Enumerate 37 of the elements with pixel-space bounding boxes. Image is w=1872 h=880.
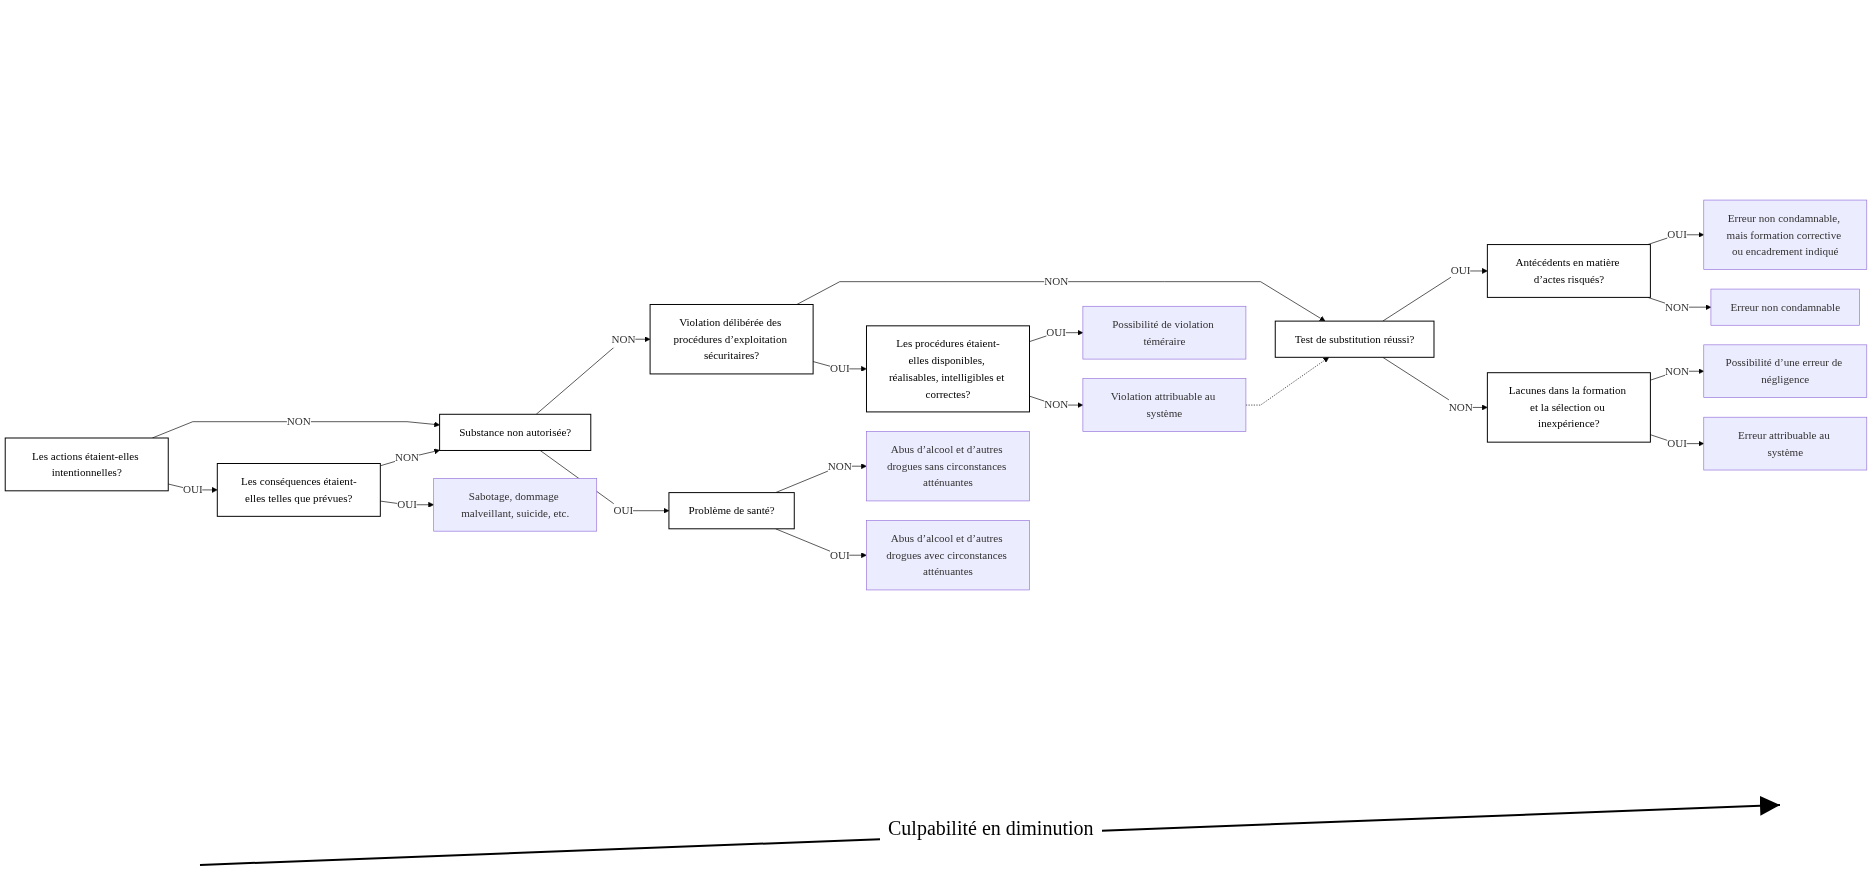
edge-label: NON (394, 451, 420, 464)
node-box: Violation délibérée des procédures d’exploitation sécuritaires? (649, 304, 814, 375)
node-box: Problème de santé? (668, 492, 795, 530)
edge-label: NON (1044, 398, 1069, 412)
node-box: Les procédures étaient-elles disponibles, réalisables, intelligibles et correctes? (866, 325, 1030, 413)
axis-label: Culpabilité en diminution (888, 817, 1094, 840)
edge-label: NON (1665, 300, 1690, 314)
node-box: Les conséquences étaient-elles telles que prévues? (216, 463, 381, 517)
node-box: Antécédents en matière d’actes risqués? (1486, 244, 1651, 298)
node-box: Substance non autorisée? (439, 413, 592, 451)
node-box: Erreur attribuable au système (1703, 416, 1868, 471)
edge-label: OUI (1046, 326, 1067, 339)
edge-label: OUI (397, 498, 417, 511)
node-box: Les actions étaient-elles intentionnelles? (4, 437, 169, 492)
node-box: Possibilité de violation téméraire (1082, 305, 1247, 360)
node-box: Test de substitution réussi? (1274, 320, 1435, 358)
edge-label: OUI (829, 362, 850, 375)
edge-label: OUI (1450, 264, 1471, 278)
node-box: Abus d’alcool et d’autres drogues sans circonstances atténuantes (866, 431, 1030, 502)
node-box: Violation attribuable au système (1082, 378, 1247, 432)
edge-label: OUI (613, 504, 634, 517)
node-box: Lacunes dans la formation et la sélection ou inexpérience? (1486, 372, 1651, 443)
edge-label: OUI (1667, 228, 1687, 241)
node-box: Abus d’alcool et d’autres drogues avec circonstances atténuantes (866, 520, 1030, 591)
edge-label: OUI (1667, 437, 1687, 450)
edge-label: OUI (829, 548, 850, 562)
node-box: Erreur non condamnable (1710, 288, 1860, 326)
edge-label: NON (286, 415, 311, 428)
edge-label: NON (1448, 401, 1473, 414)
edge-label: NON (611, 332, 636, 346)
node-box: Possibilité d’une erreur de négligence (1703, 344, 1868, 398)
edge-label: OUI (182, 483, 203, 496)
edge-label: NON (827, 459, 852, 473)
edge-label: NON (1044, 275, 1069, 288)
edge-label: NON (1665, 364, 1690, 378)
node-box: Erreur non condamnable, mais formation corrective ou encadrement indiqué (1703, 199, 1868, 270)
node-box: Sabotage, dommage malveillant, suicide, etc. (433, 478, 598, 532)
